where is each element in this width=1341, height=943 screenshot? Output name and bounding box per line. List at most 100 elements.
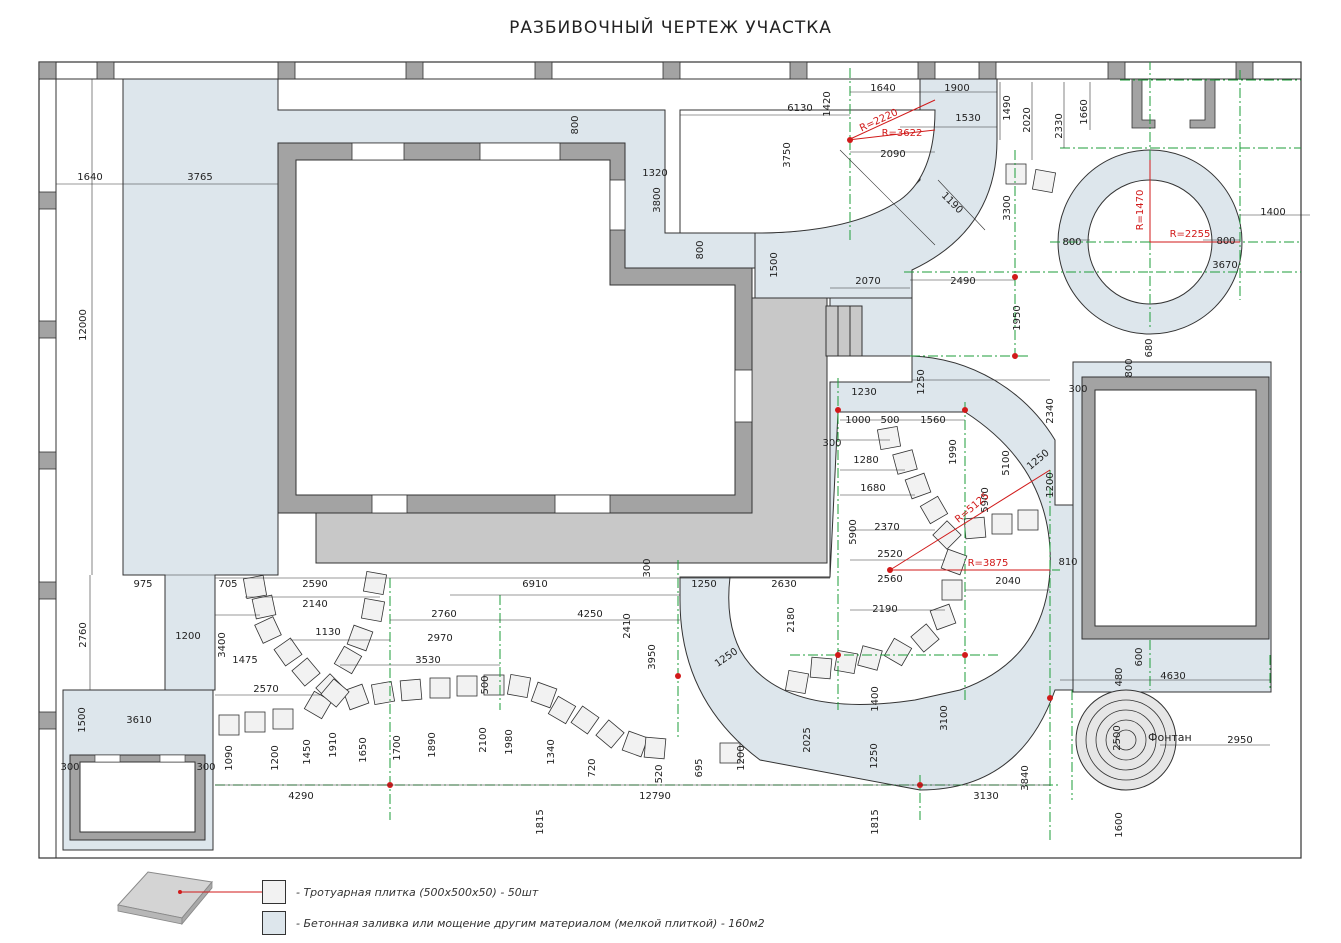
radius-label: R=3875 xyxy=(968,558,1009,569)
dimension-label: 1990 xyxy=(948,439,959,464)
stepping-tile xyxy=(643,736,667,760)
dimension-label: 975 xyxy=(133,579,152,590)
dimension-label: 3300 xyxy=(1002,195,1013,220)
dimension-label: 500 xyxy=(480,675,491,694)
stepping-stone-tiles xyxy=(218,163,1057,764)
stepping-tile xyxy=(272,708,294,730)
stepping-tile xyxy=(621,730,649,758)
dimension-label: 1280 xyxy=(853,455,878,466)
stepping-tile xyxy=(932,520,962,550)
setout-point xyxy=(962,652,968,658)
dimension-label: 2190 xyxy=(872,604,897,615)
dimension-label: 800 xyxy=(695,240,706,259)
dimension-label: 1200 xyxy=(270,745,281,770)
dimension-label: 1340 xyxy=(546,739,557,764)
dimension-label: 300 xyxy=(1068,384,1087,395)
dimension-label: 500 xyxy=(880,415,899,426)
fountain xyxy=(1075,689,1177,791)
stepping-tile xyxy=(991,513,1013,535)
fence-posts xyxy=(38,61,1254,730)
stepping-tile xyxy=(595,719,625,749)
shed xyxy=(69,754,206,841)
dimension-label: 3610 xyxy=(126,715,151,726)
dimension-label: 2500 xyxy=(1112,725,1123,750)
legend-label-concrete: - Бетонная заливка или мощение другим ма… xyxy=(296,916,765,930)
dimension-label: 810 xyxy=(1058,557,1077,568)
radius-line xyxy=(889,469,1051,571)
stepping-tile xyxy=(1005,163,1027,185)
dimension-label: 2970 xyxy=(427,633,452,644)
stepping-tile xyxy=(320,678,350,708)
dimension-label: 5900 xyxy=(848,519,859,544)
dimension-label: 1530 xyxy=(955,113,980,124)
dimension-label: 2025 xyxy=(802,727,813,752)
pool xyxy=(1081,376,1270,640)
radius-label: R=3622 xyxy=(882,128,923,139)
dimension-label: 705 xyxy=(218,579,237,590)
stepping-tile xyxy=(273,637,303,667)
stepping-tile xyxy=(963,516,987,540)
legend-item-concrete: - Бетонная заливка или мощение другим ма… xyxy=(262,911,765,935)
dimension-label: 3950 xyxy=(647,644,658,669)
gate-structure xyxy=(1131,78,1216,129)
dimension-label: 1130 xyxy=(315,627,340,638)
dimension-label: 4630 xyxy=(1160,671,1185,682)
radius-lines xyxy=(847,99,1240,571)
stepping-tile xyxy=(910,623,940,653)
stepping-tile xyxy=(362,570,388,596)
dimension-line xyxy=(839,149,936,246)
dimension-label: 3765 xyxy=(187,172,212,183)
dimension-label: 1700 xyxy=(392,735,403,760)
stepping-tile xyxy=(784,669,810,695)
dimension-label: 1890 xyxy=(427,732,438,757)
setout-point xyxy=(835,407,841,413)
dimension-label: 1640 xyxy=(870,83,895,94)
dimension-label: 4250 xyxy=(577,609,602,620)
setout-point xyxy=(675,673,681,679)
stepping-tile xyxy=(919,495,949,525)
legend-tile-illustration xyxy=(117,871,264,926)
dimension-label: 2950 xyxy=(1227,735,1252,746)
dimension-label: 1400 xyxy=(1260,207,1285,218)
dimension-label: 3100 xyxy=(939,705,950,730)
dimension-label: 1250 xyxy=(869,743,880,768)
radius-label: R=1470 xyxy=(1135,190,1146,231)
dimension-label: 1475 xyxy=(232,655,257,666)
dimension-label: 2140 xyxy=(302,599,327,610)
stepping-tile xyxy=(291,657,321,687)
stepping-tile xyxy=(941,579,963,601)
dimension-label: 1490 xyxy=(1002,95,1013,120)
dimension-label: 3840 xyxy=(1020,765,1031,790)
paving-inner-cutouts xyxy=(679,109,1213,705)
dimension-label: 5100 xyxy=(1001,450,1012,475)
fountain-label: Фонтан xyxy=(1148,731,1192,744)
dimension-label: 2090 xyxy=(880,149,905,160)
dimension-label: 6130 xyxy=(787,103,812,114)
dimension-label: 1200 xyxy=(736,745,747,770)
dimension-label: 2490 xyxy=(950,276,975,287)
dimension-label: 1600 xyxy=(1114,812,1125,837)
stepping-tile xyxy=(929,603,957,631)
stepping-tile xyxy=(570,705,600,735)
dimension-line xyxy=(937,179,986,231)
stepping-tile xyxy=(530,681,558,709)
stepping-tile xyxy=(342,683,370,711)
stepping-tile xyxy=(892,449,918,475)
dimension-label: 800 xyxy=(1124,358,1135,377)
dimension-label: 1500 xyxy=(769,252,780,277)
dimension-label: 2070 xyxy=(855,276,880,287)
dimension-label: 1640 xyxy=(77,172,102,183)
dimension-label: 2410 xyxy=(622,613,633,638)
setout-point xyxy=(1047,695,1053,701)
house xyxy=(277,142,753,514)
setout-point xyxy=(1012,274,1018,280)
stepping-tile xyxy=(883,637,913,667)
legend-item-tile: - Тротуарная плитка (500х500х50) - 50шт xyxy=(262,880,538,904)
stepping-tile xyxy=(242,574,268,600)
dimension-label: 1650 xyxy=(358,737,369,762)
dimension-label: 800 xyxy=(1062,237,1081,248)
stepping-tile xyxy=(506,673,532,699)
dimension-label: 800 xyxy=(570,115,581,134)
dimension-label: 3750 xyxy=(782,142,793,167)
dimension-label: 1815 xyxy=(870,809,881,834)
